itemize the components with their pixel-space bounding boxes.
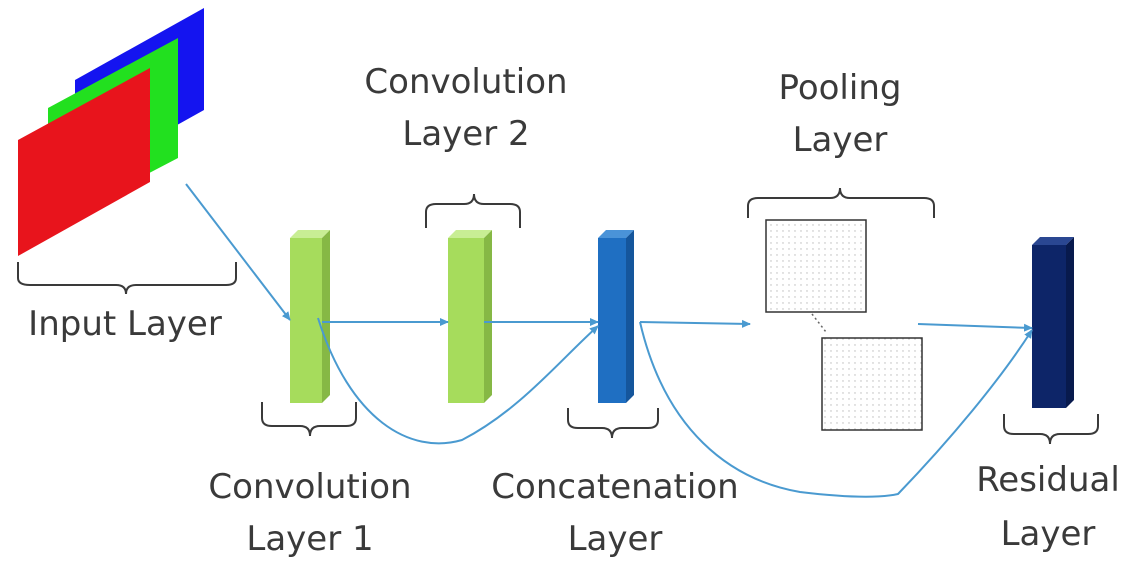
- arrow-pooling-to-residual: [917, 323, 1033, 332]
- input-red-plane: [18, 68, 150, 256]
- pooling-label-line1: Pooling: [778, 68, 902, 108]
- conv2-label-line1: Convolution: [364, 62, 568, 102]
- concat-label-line1: Concatenation: [491, 467, 739, 507]
- residual-label-line2: Layer: [1000, 514, 1096, 554]
- arrow-input-to-conv1: [185, 183, 291, 321]
- skip-concat-to-residual: [639, 321, 1033, 498]
- concat-label-line2: Layer: [567, 519, 663, 559]
- pooling-brace: [747, 187, 935, 218]
- conv-layer-1-block: [290, 230, 330, 403]
- residual-label-line1: Residual: [976, 460, 1120, 500]
- pooling-maps: [765, 219, 923, 431]
- arrow-concat-to-pooling: [639, 319, 751, 328]
- pooling-map-1: [765, 219, 867, 313]
- conv1-label-line1: Convolution: [208, 467, 412, 507]
- pooling-map-2: [821, 337, 923, 431]
- braces: [17, 187, 1099, 445]
- concat-layer-block: [598, 230, 634, 403]
- conv2-brace: [425, 193, 521, 228]
- conv-layer-2-block: [448, 230, 492, 403]
- connection-arrows: [185, 183, 1033, 498]
- conv1-label-line2: Layer 1: [246, 519, 374, 559]
- residual-brace: [1003, 414, 1099, 445]
- pooling-label-line2: Layer: [792, 120, 888, 160]
- conv1-brace: [261, 402, 357, 437]
- residual-layer-block: [1032, 237, 1074, 408]
- concat-brace: [567, 408, 659, 439]
- input-layer-label: Input Layer: [28, 304, 222, 344]
- conv2-label-line2: Layer 2: [402, 114, 530, 154]
- input-layer-planes: [18, 8, 204, 256]
- skip-conv1-to-concat: [317, 317, 599, 445]
- input-layer-brace: [17, 262, 237, 295]
